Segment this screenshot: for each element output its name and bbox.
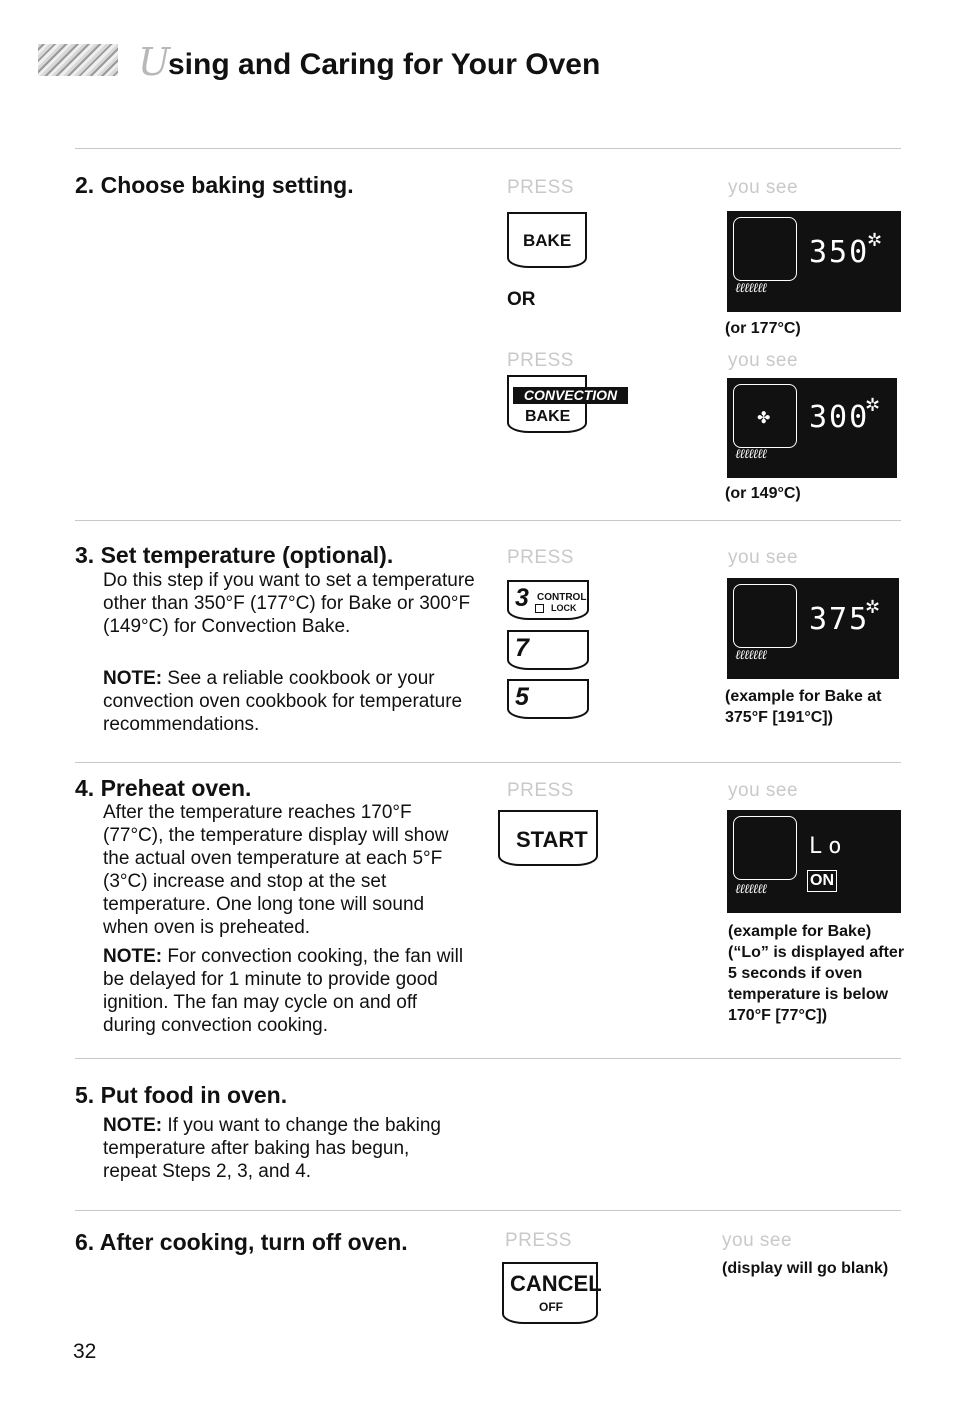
note-text: See a reliable cookbook or your convecti… (103, 668, 463, 735)
you-see-label: you see (728, 350, 799, 371)
step-6-title: 6. After cooking, turn off oven. (75, 1229, 408, 1256)
display-temperature: 375 (809, 602, 870, 637)
divider (75, 1210, 901, 1211)
display-caption: (example for Bake) (“Lo” is displayed af… (728, 923, 905, 1024)
oven-display-preheat: ℓℓℓℓℓℓℓ Lo ON (727, 810, 901, 913)
cancel-label: CANCEL (510, 1271, 602, 1296)
step-5-note: NOTE: If you want to change the baking t… (103, 1114, 443, 1183)
oven-window-icon (733, 816, 797, 880)
you-see-label: you see (728, 547, 799, 568)
fan-icon: ✲ (867, 230, 883, 250)
step-4-note: NOTE: For convection cooking, the fan wi… (103, 945, 471, 1037)
divider (75, 1058, 901, 1059)
cancel-off-button[interactable]: CANCEL OFF (502, 1262, 602, 1324)
step-4-body: After the temperature reaches 170°F (77°… (103, 802, 449, 938)
bake-button-label: BAKE (523, 231, 572, 250)
oven-element-icon: ℓℓℓℓℓℓℓ (735, 447, 767, 462)
on-indicator: ON (807, 870, 837, 892)
divider (75, 148, 901, 149)
display-caption: (example for Bake at 375°F [191°C]) (725, 688, 882, 726)
or-label: OR (507, 289, 536, 310)
number-5-button[interactable]: 5 (507, 679, 589, 719)
display-caption: (or 149°C) (725, 485, 801, 502)
step-3-title: 3. Set temperature (optional). (75, 542, 393, 569)
lock-icon (535, 604, 544, 613)
step-4-title: 4. Preheat oven. (75, 775, 251, 802)
display-temperature: Lo (809, 834, 848, 859)
press-label: PRESS (507, 177, 574, 198)
press-label: PRESS (507, 547, 574, 568)
step-number: 2. (75, 172, 95, 198)
oven-element-icon: ℓℓℓℓℓℓℓ (735, 882, 767, 897)
step-number: 4. (75, 775, 95, 801)
oven-display-set-temp: ℓℓℓℓℓℓℓ 375 ✲ (727, 578, 899, 679)
press-label: PRESS (507, 350, 574, 371)
oven-element-icon: ℓℓℓℓℓℓℓ (735, 281, 767, 296)
number-7-button[interactable]: 7 (507, 630, 589, 670)
you-see-label: you see (728, 177, 799, 198)
fan-icon: ✲ (865, 597, 881, 617)
step-number: 6. (75, 1229, 95, 1255)
lock-label: LOCK (551, 603, 577, 613)
you-see-label: you see (728, 780, 799, 801)
step-title-text: After cooking, turn off oven. (99, 1229, 408, 1255)
display-caption: (display will go blank) (722, 1260, 889, 1277)
fan-icon: ✲ (865, 395, 881, 415)
oven-element-icon: ℓℓℓℓℓℓℓ (735, 648, 767, 663)
oven-display-bake: ℓℓℓℓℓℓℓ 350 ✲ (727, 211, 901, 312)
note-text: For convection cooking, the fan will be … (103, 946, 464, 1036)
step-2-title: 2. Choose baking setting. (75, 172, 354, 199)
control-label: CONTROL (537, 592, 587, 603)
step-number: 5. (75, 1082, 95, 1108)
display-temperature: 300 (809, 400, 870, 435)
display-caption: (or 177°C) (725, 320, 801, 337)
oven-window-icon (733, 217, 797, 281)
step-title-text: Set temperature (optional). (100, 542, 394, 568)
note-label: NOTE: (103, 1115, 163, 1136)
key-digit: 7 (515, 634, 529, 662)
header-initial-glyph: U (138, 40, 171, 84)
oven-window-icon (733, 384, 797, 448)
page-title: sing and Caring for Your Oven (168, 48, 601, 81)
convection-bake-button[interactable]: CONVECTION BAKE (507, 375, 629, 433)
oven-window-icon (733, 584, 797, 648)
convection-label: CONVECTION (513, 387, 628, 404)
number-3-control-lock-button[interactable]: 3 CONTROL LOCK (507, 580, 589, 620)
step-5-title: 5. Put food in oven. (75, 1082, 287, 1109)
step-title-text: Put food in oven. (100, 1082, 288, 1108)
step-3-body: Do this step if you want to set a temper… (103, 570, 475, 637)
bake-button[interactable]: BAKE (507, 212, 587, 268)
note-label: NOTE: (103, 946, 163, 967)
note-label: NOTE: (103, 668, 163, 689)
step-3-note: NOTE: See a reliable cookbook or your co… (103, 667, 463, 736)
step-title-text: Preheat oven. (100, 775, 252, 801)
divider (75, 520, 901, 521)
page-number: 32 (73, 1340, 97, 1363)
start-button-label: START (516, 827, 588, 852)
step-number: 3. (75, 542, 95, 568)
note-text: If you want to change the baking tempera… (103, 1115, 441, 1182)
key-digit: 5 (515, 683, 529, 711)
oven-display-convection: ✤ ℓℓℓℓℓℓℓ 300 ✲ (727, 378, 897, 478)
step-title-text: Choose baking setting. (100, 172, 354, 198)
start-button[interactable]: START (498, 810, 598, 866)
key-digit: 3 (515, 584, 529, 612)
press-label: PRESS (507, 780, 574, 801)
convection-bake-label: BAKE (525, 408, 571, 425)
button-outline (507, 375, 587, 433)
display-temperature: 350 (809, 235, 870, 270)
divider (75, 762, 901, 763)
press-label: PRESS (505, 1230, 572, 1251)
convection-fan-icon: ✤ (757, 410, 771, 427)
header-logo-pattern (38, 44, 118, 76)
off-label: OFF (539, 1300, 563, 1314)
you-see-label: you see (722, 1230, 793, 1251)
